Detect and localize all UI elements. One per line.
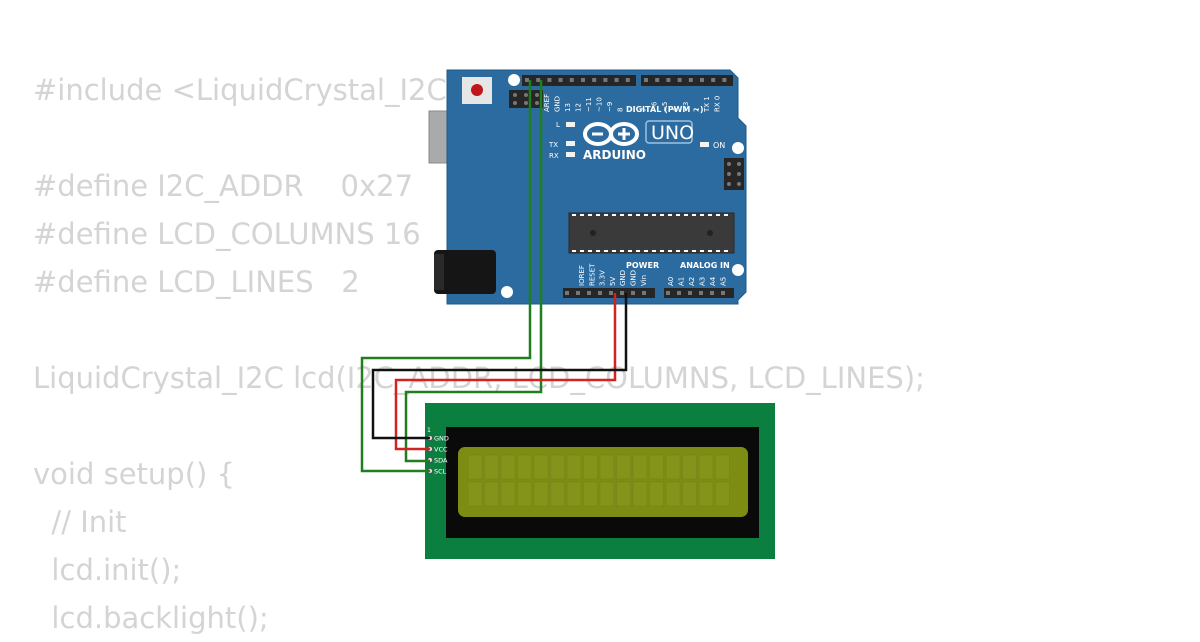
code-line: #define I2C_ADDR 0x27 [33, 169, 414, 203]
code-line: lcd.backlight(); [33, 601, 269, 635]
board-model: UNO [651, 122, 694, 144]
analog-pin-label: A4 [709, 276, 717, 286]
digital-pin-label: TX 1 [703, 96, 711, 113]
wire-gnd[interactable] [371, 293, 628, 440]
code-line: #include <LiquidCrystal_I2C.h> [33, 73, 499, 107]
mounting-hole [732, 264, 744, 276]
atmega-chip [568, 212, 735, 254]
power-pin-label: GND [630, 270, 638, 286]
reset-button-cap[interactable] [471, 84, 483, 96]
analog-pin-label: A0 [667, 277, 675, 286]
digital-pin-label: 8 [617, 108, 625, 112]
wire-sda[interactable] [404, 80, 543, 463]
digital-pin-label: AREF [543, 94, 551, 112]
lcd-pin-label: SCL [434, 468, 447, 476]
led-label-on: ON [713, 141, 725, 150]
power-pin-label: IOREF [578, 265, 586, 286]
lcd-pin-label: GND [434, 435, 449, 443]
lcd-character-grid [467, 454, 730, 507]
mounting-hole [508, 74, 520, 86]
digital-pin-label: ~3 [682, 102, 690, 112]
mounting-hole [732, 142, 744, 154]
led-label-l: L [556, 121, 560, 129]
power-pin-label: 3.3V [599, 270, 607, 286]
wire-scl[interactable] [360, 80, 532, 473]
power-label: POWER [626, 261, 659, 270]
code-line: // Init [33, 505, 127, 539]
led-label-tx: TX [548, 141, 558, 149]
led-l [566, 122, 575, 127]
analog-label: ANALOG IN [680, 261, 730, 270]
power-analog-header [563, 288, 734, 298]
lcd-pin-one: 1 [427, 427, 431, 434]
mounting-hole [501, 286, 513, 298]
led-tx [566, 141, 575, 146]
power-pin-label: RESET [588, 263, 596, 286]
digital-pin-label: ~6 [651, 101, 659, 112]
led-on [700, 142, 709, 147]
digital-header-label: DIGITAL (PWM ~) [626, 105, 704, 114]
power-pin-label: Vin [640, 275, 648, 286]
led-rx [566, 152, 575, 157]
power-pin-label: GND [619, 270, 627, 286]
code-line: lcd.init(); [33, 553, 182, 587]
wire-vcc[interactable] [394, 293, 617, 451]
digital-header [522, 75, 733, 86]
digital-pin-label: 7 [640, 108, 648, 112]
digital-pin-label: ~10 [596, 97, 604, 112]
arduino-logo-icon [583, 122, 639, 146]
board-brand: ARDUINO [583, 148, 646, 162]
digital-pin-label: 4 [672, 107, 680, 112]
analog-pin-label: A2 [688, 277, 696, 286]
digital-pin-label: GND [554, 96, 562, 112]
lcd-pin-label: VCC [434, 446, 448, 454]
code-line: #define LCD_LINES 2 [33, 265, 360, 299]
power-jack [434, 250, 496, 294]
lcd-pin-label: SDA [434, 457, 448, 465]
power-pin-label: 5V [609, 277, 617, 286]
digital-pin-label: 2 [693, 108, 701, 112]
code-line: #define LCD_COLUMNS 16 [33, 217, 421, 251]
code-line: void setup() { [33, 457, 235, 491]
digital-pin-label: ~9 [606, 102, 614, 112]
digital-pin-label: RX 0 [714, 96, 722, 112]
analog-pin-label: A5 [720, 277, 728, 286]
analog-pin-label: A3 [699, 277, 707, 286]
digital-pin-label: ~11 [585, 97, 593, 112]
digital-pin-label: 12 [575, 103, 583, 112]
led-label-rx: RX [549, 152, 559, 160]
icsp-header-right [724, 158, 744, 190]
digital-pin-label: 13 [564, 103, 572, 112]
analog-pin-label: A1 [678, 277, 686, 286]
icsp-header [509, 90, 543, 108]
digital-pin-label: ~5 [661, 102, 669, 112]
